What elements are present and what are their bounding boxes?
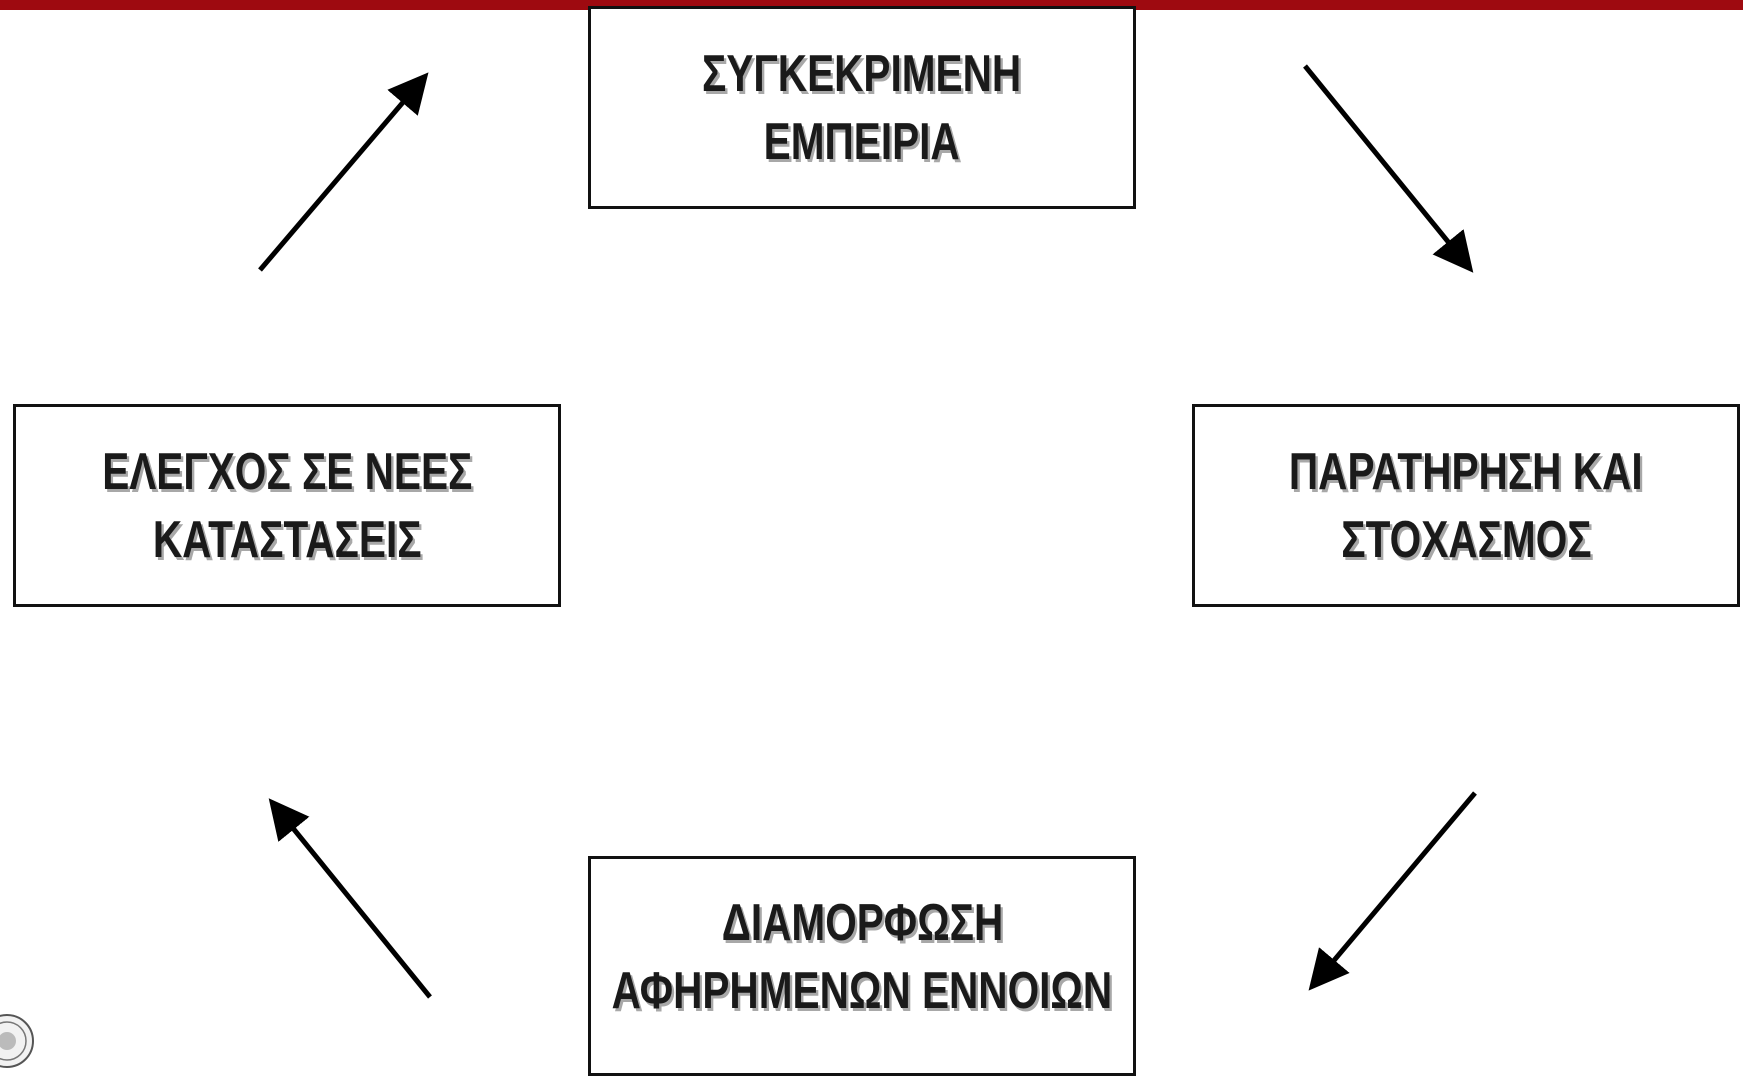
top-accent-bar: [0, 0, 1743, 10]
node-label-line: ΠΑΡΑΤΗΡΗΣΗ ΚΑΙ: [1289, 442, 1643, 501]
node-concrete-experience: ΣΥΓΚΕΚΡΙΜΕΝΗ ΕΜΠΕΙΡΙΑ: [588, 6, 1136, 209]
node-abstract-conceptualization: ΔΙΑΜΟΡΦΩΣΗ ΑΦΗΡΗΜΕΝΩΝ ΕΝΝΟΙΩΝ: [588, 856, 1136, 1076]
arrow-bottom-to-left: [268, 798, 432, 999]
node-label-line: ΣΤΟΧΑΣΜΟΣ: [1340, 510, 1592, 569]
node-observation-reflection: ΠΑΡΑΤΗΡΗΣΗ ΚΑΙ ΣΤΟΧΑΣΜΟΣ: [1192, 404, 1740, 607]
node-label-line: ΣΥΓΚΕΚΡΙΜΕΝΗ: [702, 44, 1022, 103]
arrow-right-to-bottom: [1308, 791, 1477, 991]
node-label-line: ΕΜΠΕΙΡΙΑ: [763, 112, 961, 171]
seal-icon: [0, 1014, 34, 1068]
node-label-line: ΔΙΑΜΟΡΦΩΣΗ: [721, 894, 1003, 952]
node-label-line: ΚΑΤΑΣΤΑΣΕΙΣ: [152, 510, 422, 569]
node-label-line: ΑΦΗΡΗΜΕΝΩΝ ΕΝΝΟΙΩΝ: [611, 962, 1113, 1020]
arrow-top-to-right: [1303, 64, 1474, 273]
arrow-left-to-top: [258, 72, 429, 272]
node-testing-new-situations: ΕΛΕΓΧΟΣ ΣΕ ΝΕΕΣ ΚΑΤΑΣΤΑΣΕΙΣ: [13, 404, 561, 607]
node-label-line: ΕΛΕΓΧΟΣ ΣΕ ΝΕΕΣ: [101, 442, 473, 501]
